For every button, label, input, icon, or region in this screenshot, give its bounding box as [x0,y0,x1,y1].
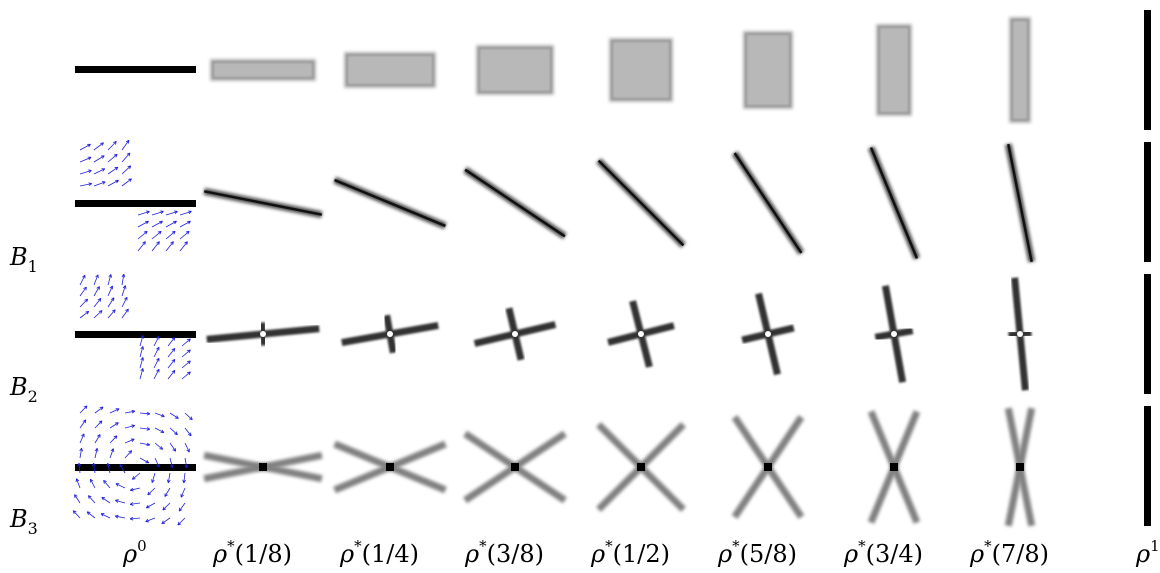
column-label-2: ρ*(1/4) [339,537,419,568]
vector-field-B1 [79,139,192,252]
row-B3-interpolants [203,407,1036,527]
B1-interpolant-4 [596,158,686,248]
rho0-segment-row3 [75,464,196,471]
row-B1-interpolants [203,143,1036,263]
row-label-B2: B2 [9,373,38,406]
column-label-8: ρ1 [1135,537,1160,568]
B2-interpolant-7 [1008,277,1032,391]
column-labels: ρ0 ρ*(1/8) ρ*(1/4) ρ*(3/8) ρ*(1/2) ρ*(5/8) ρ*(… [122,537,1160,568]
B1-interpolant-2 [333,176,447,230]
B1-interpolant-3 [463,166,567,240]
uniform-interpolant-2 [344,52,436,88]
B3-interpolant-7 [1004,407,1036,527]
vector-field-B3 [72,405,193,526]
rho0-segment-row2 [75,331,196,338]
rho1-segment-row0 [1144,10,1151,130]
B3-interpolant-6 [867,410,921,524]
B2-interpolant-3 [473,307,557,361]
uniform-interpolant-3 [476,45,554,95]
column-label-1: ρ*(1/8) [212,537,292,568]
B3-interpolant-1 [203,451,323,483]
uniform-interpolant-1 [210,59,316,81]
B3-interpolant-4 [596,422,686,512]
row-B2-interpolants [206,277,1032,391]
B3-interpolant-2 [333,440,447,494]
rho1-segment-row2 [1144,274,1151,394]
column-label-3: ρ*(3/8) [464,537,544,568]
uniform-interpolant-5 [743,31,793,109]
rho1-segment-row1 [1144,142,1151,262]
column-label-4: ρ*(1/2) [590,537,670,568]
column-label-6: ρ*(3/4) [843,537,923,568]
uniform-interpolant-4 [609,38,673,102]
B2-interpolant-5 [741,292,795,376]
row-label-B1: B1 [9,243,38,276]
rho0-segment-row0 [75,66,196,73]
B2-interpolant-6 [874,285,914,383]
uniform-interpolant-6 [876,24,912,116]
B2-interpolant-1 [206,322,320,346]
B1-interpolant-6 [867,146,921,260]
row-label-B3: B3 [9,505,38,538]
row-uniform-interpolants [210,17,1031,123]
column-label-7: ρ*(7/8) [969,537,1049,568]
B2-interpolant-2 [341,314,439,354]
column-label-0: ρ0 [122,537,147,568]
B3-interpolant-3 [463,430,567,504]
B1-interpolant-7 [1004,143,1036,263]
column-label-5: ρ*(5/8) [717,537,797,568]
rho0-segment-row1 [75,200,196,207]
uniform-interpolant-7 [1009,17,1031,123]
B1-interpolant-1 [203,187,323,219]
rho1-segment-row3 [1144,406,1151,526]
B3-interpolant-5 [731,415,805,519]
B1-interpolant-5 [731,151,805,255]
B2-interpolant-4 [607,300,675,368]
vector-field-B2 [79,273,191,380]
